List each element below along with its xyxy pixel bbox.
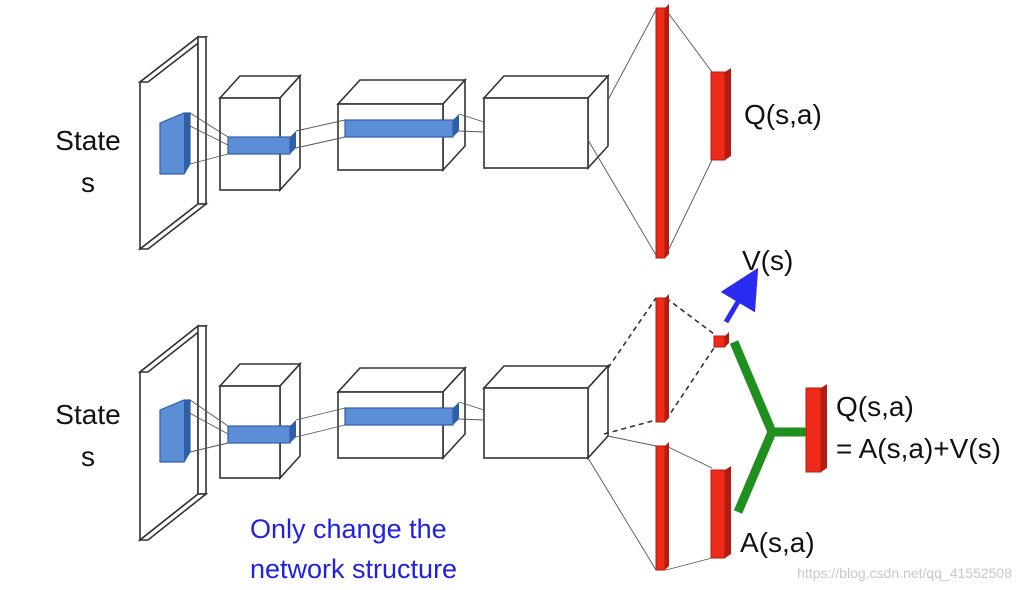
- note-line-1: Only change the: [250, 514, 447, 544]
- bottom-state-symbol: s: [81, 441, 95, 472]
- bottom-q-output-layer: [805, 384, 827, 473]
- top-input-slab: [137, 35, 209, 251]
- advantage-output-layer: [710, 466, 731, 559]
- note-line-2: network structure: [250, 554, 457, 584]
- top-conv-volume-1: [218, 73, 302, 193]
- watermark: https://blog.csdn.net/qq_41552508: [797, 565, 1012, 581]
- bottom-input-slab: [137, 324, 209, 542]
- q-formula-label: = A(s,a)+V(s): [836, 433, 1001, 464]
- bottom-conv-volume-2: [336, 365, 467, 461]
- top-conv-volume-3: [482, 73, 610, 171]
- top-network: State s: [55, 4, 822, 259]
- bottom-network: State s: [55, 245, 1001, 571]
- value-output-unit: [713, 332, 729, 348]
- top-connections: [183, 9, 713, 256]
- value-stream-fc-layer: [655, 294, 669, 423]
- bottom-q-label: Q(s,a): [836, 391, 914, 422]
- bottom-conv-volume-1: [218, 361, 302, 481]
- top-state-symbol: s: [81, 167, 95, 198]
- top-conv-volume-2: [336, 77, 467, 173]
- bottom-state-label: State: [55, 399, 120, 430]
- top-q-label: Q(s,a): [744, 99, 822, 130]
- aggregation-connector: [729, 340, 806, 514]
- top-fc-layer: [655, 4, 669, 259]
- advantage-label: A(s,a): [740, 527, 815, 558]
- value-label: V(s): [742, 245, 793, 276]
- value-arrow-icon: [720, 267, 759, 324]
- top-state-label: State: [55, 125, 120, 156]
- top-q-output-layer: [710, 68, 731, 161]
- advantage-stream-fc-layer: [655, 442, 669, 571]
- bottom-connections: [183, 399, 713, 571]
- value-stream-connections: [603, 297, 715, 435]
- bottom-conv-volume-3: [482, 363, 610, 461]
